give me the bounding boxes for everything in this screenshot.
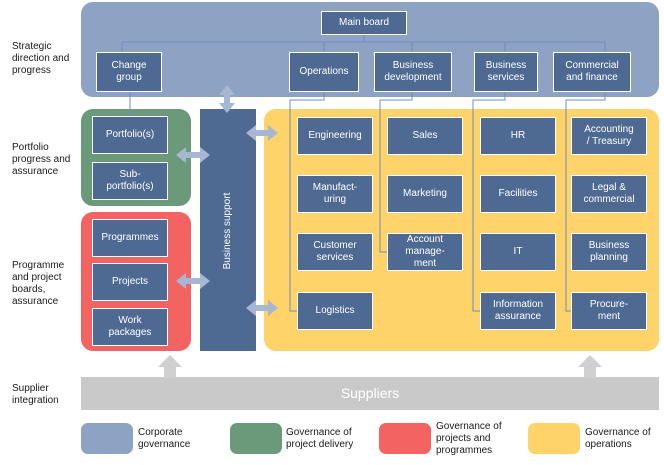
legend-label-operations: Governance of operations [585,427,651,450]
business-support-column [200,109,256,351]
legend-swatch-projects-programmes [379,423,431,454]
change-group-box: Change group [96,52,162,92]
commercial-finance-box: Commercial and finance [553,52,631,92]
arrows [176,85,278,316]
hr-box: HR [480,117,556,155]
legend-label-projects-programmes: Governance of projects and programmes [436,421,502,456]
org-lines [121,34,606,312]
row-label-strategic: Strategic direction and progress [12,41,70,76]
business-planning-box: Business planning [571,233,647,271]
row-label-portfolio: Portfolio progress and assurance [12,142,71,177]
suppliers-bar [81,377,659,410]
it-box: IT [480,233,556,271]
legend-swatch-project-delivery [230,423,282,454]
information-assurance-box: Information assurance [480,292,556,330]
programmes-box: Programmes [92,219,168,257]
legend-label-project-delivery: Governance of project delivery [286,427,354,450]
marketing-box: Marketing [387,175,463,213]
facilities-box: Facilities [480,175,556,213]
supplier-arrows [158,355,602,378]
manufacturing-box: Manufact- uring [297,175,373,213]
legend-label-corporate: Corporate governance [138,427,191,450]
portfolios-box: Portfolio(s) [92,116,168,154]
operations-box: Operations [289,52,359,92]
row-label-programme: Programme and project boards, assurance [12,260,65,307]
business-development-box: Business development [374,52,452,92]
account-management-box: Account manage- ment [387,233,463,271]
row-label-supplier: Supplier integration [12,383,59,406]
sales-box: Sales [387,117,463,155]
procurement-box: Procure- ment [571,292,647,330]
main-board-box: Main board [321,11,407,35]
sub-portfolios-box: Sub- portfolio(s) [92,162,168,200]
accounting-treasury-box: Accounting / Treasury [571,117,647,155]
customer-services-box: Customer services [297,233,373,271]
legend-swatch-operations [528,423,580,454]
legend-swatch-corporate [81,423,133,454]
business-services-box: Business services [474,52,538,92]
logistics-box: Logistics [297,292,373,330]
projects-box: Projects [92,263,168,301]
work-packages-box: Work packages [92,308,168,346]
suppliers-label: Suppliers [340,385,400,401]
engineering-box: Engineering [297,117,373,155]
legal-commercial-box: Legal & commercial [571,175,647,213]
